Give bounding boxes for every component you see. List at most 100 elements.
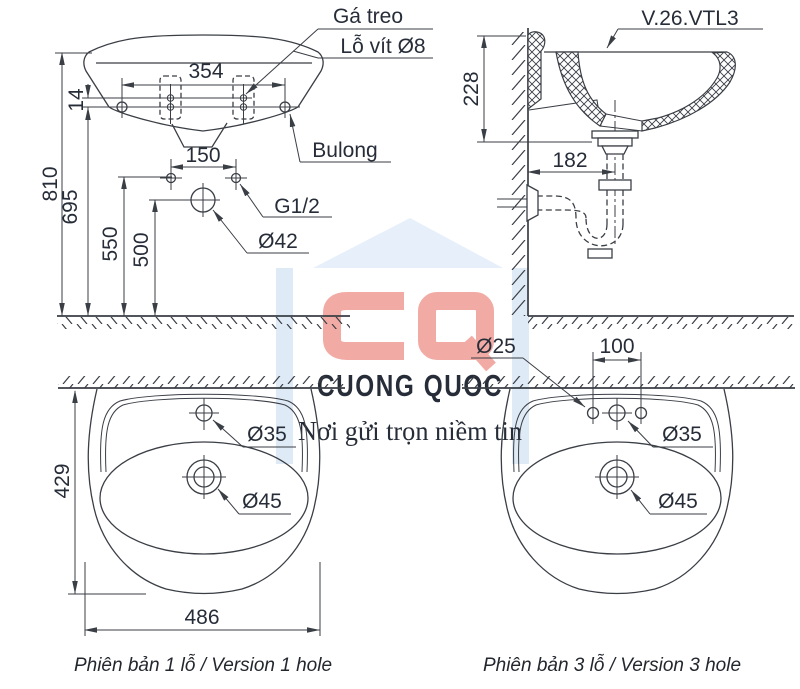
- rim-inner-edge: [513, 393, 721, 473]
- dim-150: 150: [170, 144, 237, 190]
- dim-text-150: 150: [185, 144, 220, 167]
- p-trap-inner-curve: [585, 217, 608, 239]
- label-drain-diameter: Ø42: [258, 230, 298, 253]
- dim-text-14: 14: [65, 88, 88, 112]
- trap-cleanout-cap: [587, 248, 613, 259]
- basin-outline: [83, 34, 324, 132]
- basin-outline: [87, 388, 321, 595]
- dim-695: 695: [59, 121, 91, 316]
- wall-hatching: [462, 376, 795, 388]
- dim-182: 182: [527, 149, 615, 175]
- dim-text-550: 550: [99, 226, 122, 261]
- label-drain-hole: Ø45: [658, 490, 698, 513]
- watermark-initials-cq-icon: [323, 292, 496, 372]
- plan-view-3-hole: 100 Ø25 Ø35 Ø45 Phiên bản 3 lỗ / Version…: [462, 335, 795, 676]
- leader-line: [522, 357, 586, 408]
- waste-pipe-hidden-line: [538, 195, 577, 219]
- label-drain-hole: Ø45: [242, 490, 282, 513]
- dim-text-810: 810: [39, 166, 62, 201]
- dim-text-354: 354: [188, 60, 223, 83]
- callout-o25: Ø25: [471, 335, 586, 408]
- callout-model: V.26.VTL3: [606, 7, 763, 49]
- dim-486: 486: [84, 562, 321, 636]
- label-faucet-hole: Ø35: [662, 423, 702, 446]
- wall-hatching: [511, 32, 528, 316]
- leader-line: [212, 209, 248, 254]
- dim-100: 100: [592, 335, 642, 405]
- dim-text-695: 695: [59, 189, 82, 224]
- dim-text-429: 429: [51, 463, 74, 498]
- bowl-edge: [512, 441, 722, 555]
- hanger-hole: [166, 103, 175, 111]
- dim-550: 550: [99, 176, 172, 316]
- label-side-holes: Ø25: [476, 335, 516, 358]
- callout-o45: Ø45: [217, 488, 291, 515]
- basin-back-section: [527, 31, 546, 111]
- hanger-hole: [239, 103, 248, 111]
- callout-o45: Ø45: [630, 489, 707, 515]
- model-code-label: V.26.VTL3: [641, 7, 738, 30]
- floor-hatching: [528, 317, 794, 329]
- label-hanger: Gá treo: [333, 5, 403, 28]
- callout-g12: G1/2: [239, 183, 332, 218]
- waste-pipe-hidden-line: [538, 209, 587, 219]
- dim-14: 14: [65, 84, 91, 121]
- bowl-bottom-line: [599, 125, 643, 132]
- watermark-tagline: Nơi gửi trọn niềm tin: [298, 416, 522, 446]
- leader-line: [217, 488, 240, 515]
- drain-assembly: [497, 100, 639, 259]
- watermark-house-roof-icon: [313, 218, 503, 268]
- dim-228: 228: [460, 35, 592, 143]
- dim-500: 500: [130, 199, 188, 316]
- leader-line: [212, 419, 244, 448]
- leader-line: [630, 489, 651, 515]
- leader-line: [239, 183, 264, 218]
- dim-text-500: 500: [130, 232, 153, 267]
- label-screw-hole: Lỗ vít Ø8: [340, 35, 425, 58]
- wall-hatching: [58, 376, 345, 388]
- leader-line: [289, 113, 301, 163]
- callout-o35: Ø35: [627, 420, 713, 448]
- wall-escutcheon: [526, 183, 539, 223]
- watermark-letter-q: [418, 292, 494, 360]
- watermark-letter-q-tail: [462, 335, 496, 372]
- dim-text-182: 182: [552, 149, 587, 172]
- leader-line: [292, 50, 319, 59]
- basin-outline: [500, 388, 734, 595]
- rear-elevation-view: 354 150 810 14 695 550: [39, 5, 433, 329]
- dim-text-228: 228: [460, 71, 483, 106]
- label-faucet-hole: Ø35: [247, 423, 287, 446]
- side-section-view: V.26.VTL3 228 182: [460, 7, 794, 329]
- dim-354: 354: [121, 60, 286, 112]
- dim-429: 429: [51, 390, 146, 595]
- p-trap-outer-curve: [575, 217, 624, 247]
- label-bolt: Bulong: [312, 139, 377, 162]
- drain-flange: [600, 145, 630, 155]
- plan-view-1-hole: Ø35 Ø45 429 486 Phiên bản 1 lỗ / Version…: [51, 376, 345, 676]
- bowl-edge: [99, 441, 309, 555]
- leader-line: [245, 28, 319, 95]
- dim-810: 810: [39, 52, 92, 316]
- drain-shroud-notch: [171, 122, 228, 148]
- callout-o35: Ø35: [212, 419, 296, 448]
- hanger-hole: [239, 94, 248, 102]
- caption-version-1-hole: Phiên bản 1 lỗ / Version 1 hole: [74, 655, 332, 676]
- callout-bulong: Bulong: [289, 113, 391, 163]
- hanger-hole: [166, 94, 175, 102]
- leader-line: [606, 28, 619, 49]
- bowl-wall-section-left: [555, 51, 607, 127]
- callout-o42: Ø42: [212, 209, 309, 254]
- label-supply-thread: G1/2: [274, 195, 320, 218]
- coupling-nut: [598, 179, 632, 191]
- callout-ga-treo: Gá treo Lỗ vít Ø8: [245, 5, 433, 95]
- drain-flange: [591, 130, 639, 139]
- bowl-bottom-line: [605, 113, 643, 122]
- rim-inner-edge: [100, 393, 308, 473]
- floor-hatching: [57, 317, 350, 329]
- caption-version-3-hole: Phiên bản 3 lỗ / Version 3 hole: [483, 655, 741, 676]
- leader-line: [627, 420, 654, 448]
- dim-text-100: 100: [599, 335, 634, 358]
- bowl-wall-section-right: [641, 51, 736, 132]
